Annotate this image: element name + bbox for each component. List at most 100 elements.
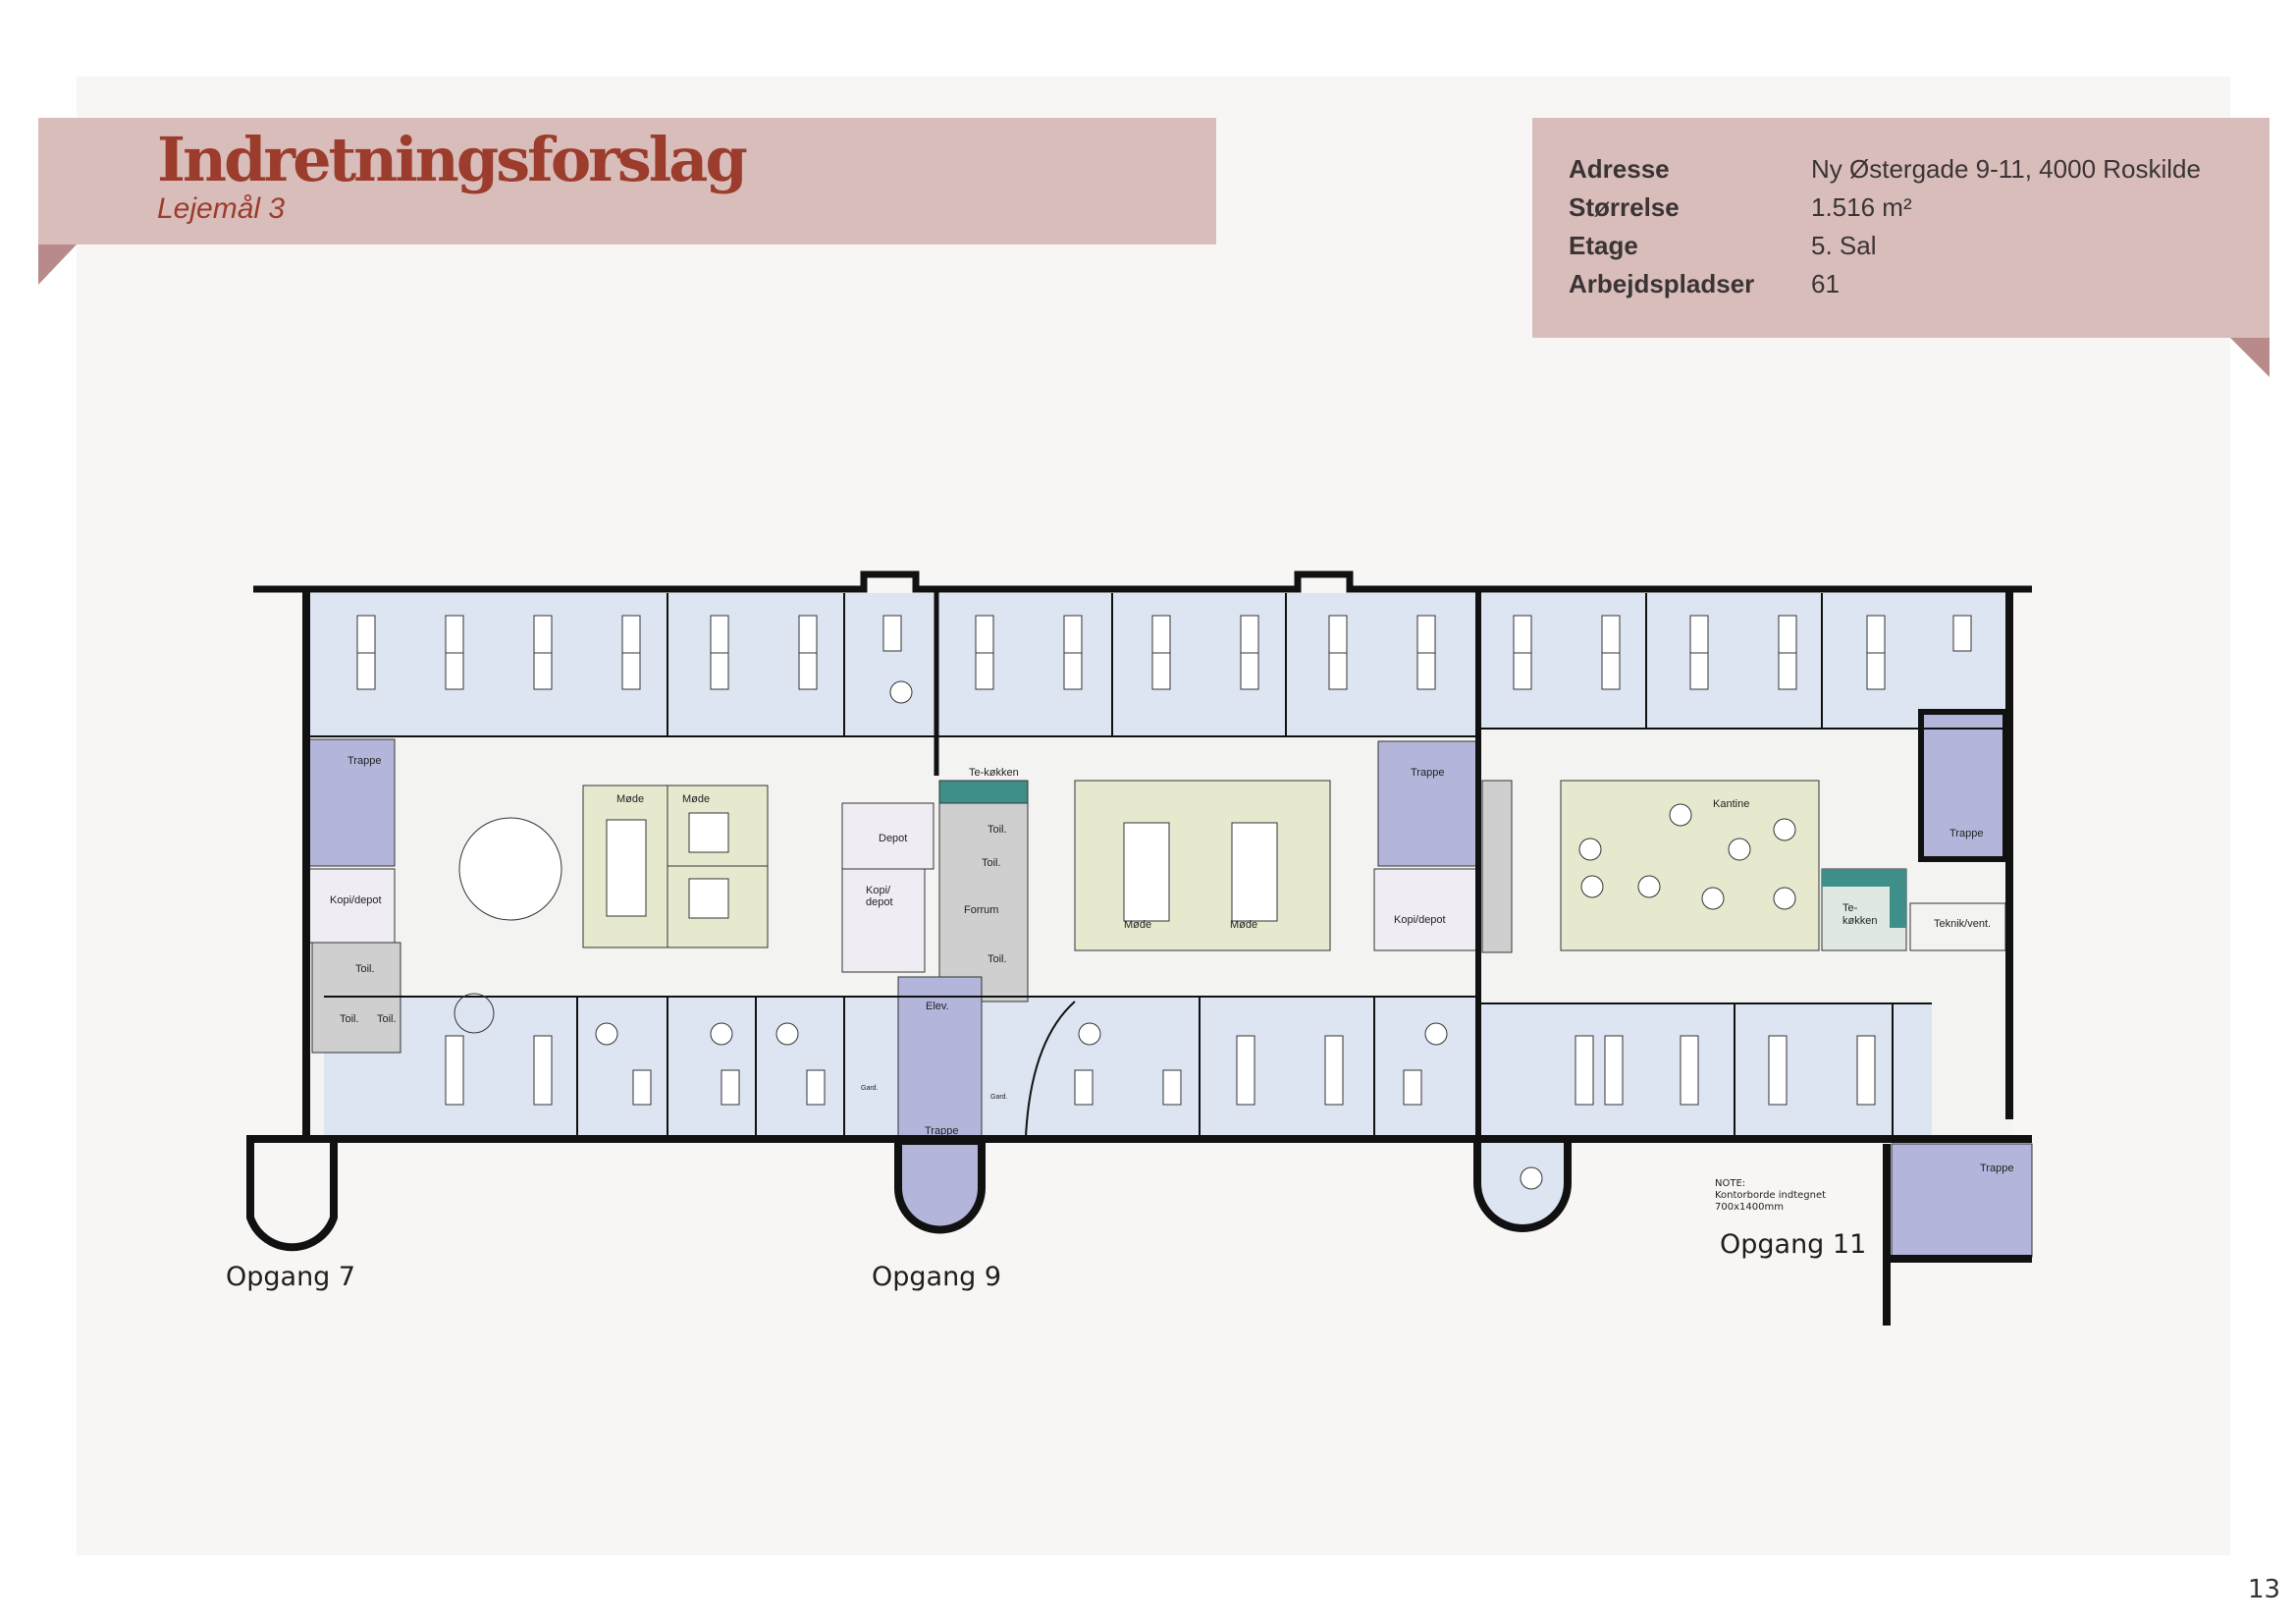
round-table (1520, 1166, 1543, 1190)
note-line: 700x1400mm (1715, 1202, 1784, 1213)
room-label: Trappe (1411, 767, 1444, 779)
plan-note: NOTE: Kontorborde indtegnet 700x1400mm (1715, 1178, 1826, 1214)
room-label: Te-køkken (969, 767, 1019, 779)
meeting-room-large (1074, 780, 1331, 951)
room-label: Trappe (347, 755, 381, 767)
round-table (1578, 838, 1602, 861)
spiral-stair (454, 993, 495, 1034)
round-table (1728, 838, 1751, 861)
round-table (1701, 887, 1725, 910)
info-value: Ny Østergade 9-11, 4000 Roskilde (1811, 154, 2201, 184)
info-value: 1.516 m² (1811, 192, 1912, 222)
desk (721, 1069, 740, 1106)
copy-room-mid (841, 868, 926, 973)
desk (1162, 1069, 1182, 1106)
tea-kitchen-counter (938, 780, 1029, 804)
page-title: Indretningsforslag (157, 124, 748, 195)
copy-room-right (1373, 868, 1477, 951)
room-label: Elev. (926, 1001, 949, 1012)
room-label: køkken (1842, 915, 1877, 927)
desk (1604, 1035, 1624, 1106)
room-label: Møde (1230, 919, 1257, 931)
desk (632, 1069, 652, 1106)
round-table (1773, 818, 1796, 841)
info-value: 5. Sal (1811, 231, 1877, 260)
page-subtitle: Lejemål 3 (157, 192, 286, 225)
room-label: Trappe (925, 1125, 958, 1137)
meeting-table (688, 812, 729, 853)
room-label: Toil. (377, 1013, 397, 1025)
round-table (1773, 887, 1796, 910)
room-label: Kopi/ (866, 885, 891, 896)
info-label: Størrelse (1569, 192, 1680, 222)
room-label: Trappe (1980, 1163, 2013, 1174)
room-label: Teknik/vent. (1934, 918, 1991, 930)
copy-room-left (308, 868, 396, 944)
desk (1856, 1035, 1876, 1106)
round-table (1669, 803, 1692, 827)
stair-left (308, 738, 396, 867)
room-label: Møde (682, 793, 710, 805)
round-table (775, 1022, 799, 1046)
page-number: 13 (2248, 1575, 2281, 1604)
round-table (1078, 1022, 1101, 1046)
desk (1403, 1069, 1422, 1106)
elevator-stair (897, 976, 983, 1142)
desk (1575, 1035, 1594, 1106)
entrance-label-11: Opgang 11 (1720, 1229, 1867, 1260)
room-label: Depot (879, 833, 907, 844)
wc-right (1481, 780, 1513, 953)
wc-mid (938, 802, 1029, 1002)
lounge-area (458, 817, 562, 921)
round-table (595, 1022, 618, 1046)
stair-bottom-right (1891, 1143, 2033, 1258)
desk (1074, 1069, 1094, 1106)
desk (882, 615, 902, 652)
office-band-bottom-right (1480, 1003, 1932, 1137)
room-label: Møde (616, 793, 644, 805)
room-label: Toil. (340, 1013, 359, 1025)
room-label: depot (866, 896, 893, 908)
meeting-table (606, 819, 647, 917)
room-label: Te- (1842, 902, 1858, 914)
entrance-label-7: Opgang 7 (226, 1262, 356, 1292)
room-label: Kopi/depot (330, 894, 382, 906)
info-box (1532, 118, 2269, 338)
meeting-table (1231, 822, 1278, 922)
desk (806, 1069, 826, 1106)
info-value: 61 (1811, 269, 1840, 298)
desk (1680, 1035, 1699, 1106)
round-table (710, 1022, 733, 1046)
stair-tower-9 (894, 1137, 986, 1234)
room-label: Forrum (964, 904, 998, 916)
meeting-table (688, 878, 729, 919)
office-band-top (306, 593, 1478, 736)
round-table (1424, 1022, 1448, 1046)
info-label: Etage (1569, 231, 1638, 260)
stair-mid (1377, 740, 1477, 867)
room-label: Gard. (861, 1085, 879, 1092)
depot-room (841, 802, 934, 870)
room-label: Toil. (988, 824, 1007, 836)
room-label: Kopi/depot (1394, 914, 1446, 926)
canteen (1560, 780, 1820, 951)
desk (1952, 615, 1972, 652)
desk (1236, 1035, 1255, 1106)
round-table (1580, 875, 1604, 898)
room-label: Møde (1124, 919, 1151, 931)
office-band-top-right (1480, 593, 2010, 729)
desk (445, 1035, 464, 1106)
desk (1324, 1035, 1344, 1106)
room-label: Toil. (988, 953, 1007, 965)
round-table (1637, 875, 1661, 898)
desk (1768, 1035, 1788, 1106)
meeting-table (1123, 822, 1170, 922)
note-line: Kontorborde indtegnet (1715, 1190, 1827, 1201)
round-table (889, 680, 913, 704)
desk (533, 1035, 553, 1106)
title-band (38, 118, 1216, 244)
room-label: Toil. (355, 963, 375, 975)
stair-tower-7 (246, 1135, 338, 1252)
entrance-label-9: Opgang 9 (872, 1262, 1002, 1292)
